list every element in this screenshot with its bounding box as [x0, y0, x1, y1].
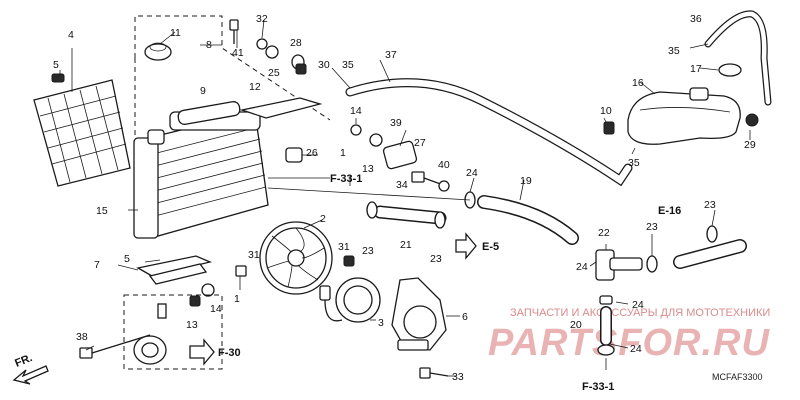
callout-4: 4 [68, 29, 74, 41]
callout-32: 32 [256, 13, 268, 25]
hose-clamps [366, 191, 718, 273]
ref-front: FR. [13, 352, 34, 370]
callout-13-top: 13 [362, 163, 374, 175]
callout-23-b: 23 [430, 253, 442, 265]
callout-21: 21 [400, 239, 412, 251]
callout-labels: 11 8 4 5 9 32 41 25 28 30 12 35 37 14 1 … [53, 13, 756, 383]
callout-24-b: 24 [576, 261, 588, 273]
f30-arrow [189, 338, 215, 366]
callout-24-c: 24 [632, 299, 644, 311]
callout-7: 7 [94, 259, 100, 271]
callout-36: 36 [690, 13, 702, 25]
diagram-code: MCFAF3300 [712, 372, 763, 382]
callout-27: 27 [414, 137, 426, 149]
ref-f33-1-bottom: F-33-1 [582, 381, 614, 393]
callout-25: 25 [268, 67, 280, 79]
fan-motor [319, 277, 381, 323]
tank-cap [718, 63, 742, 77]
callout-20: 20 [570, 319, 582, 331]
callout-24-a: 24 [466, 167, 478, 179]
callout-13-bottom: 13 [186, 319, 198, 331]
breather-hose [704, 10, 772, 106]
e5-arrow [455, 232, 477, 260]
radiator-core [133, 111, 269, 239]
callout-37: 37 [385, 49, 397, 61]
rubber-mount [285, 147, 303, 163]
callout-6: 6 [462, 311, 468, 323]
callout-23-a: 23 [362, 245, 374, 257]
callout-34: 34 [396, 179, 408, 191]
callout-14-bottom: 14 [210, 303, 222, 315]
callout-38: 38 [76, 331, 88, 343]
horn [79, 303, 167, 365]
callout-17: 17 [690, 63, 702, 75]
collar-1 [235, 265, 247, 277]
callout-10: 10 [600, 105, 612, 117]
radiator-shroud [177, 101, 241, 125]
callout-8: 8 [206, 39, 212, 51]
front-arrow [12, 365, 49, 385]
callout-2: 2 [320, 213, 326, 225]
leader-lines [85, 19, 751, 377]
callout-11: 11 [170, 27, 181, 39]
callout-9: 9 [200, 85, 206, 97]
horn-box [123, 294, 223, 370]
cooling-fan [259, 221, 333, 295]
callout-16: 16 [632, 77, 644, 89]
callout-5-top: 5 [53, 59, 59, 71]
callout-31-b: 31 [248, 249, 260, 261]
hose-joint [595, 249, 643, 356]
callout-39: 39 [390, 117, 402, 129]
callout-40: 40 [438, 159, 450, 171]
radiator-cap [144, 43, 172, 61]
callout-23-d: 23 [646, 221, 658, 233]
callout-19: 19 [520, 175, 532, 187]
radiator-grille [33, 73, 131, 187]
callout-33: 33 [452, 371, 464, 383]
ref-e5: E-5 [482, 241, 499, 253]
collar-31 [343, 255, 355, 267]
collar-14 [201, 283, 215, 297]
callout-28: 28 [290, 37, 302, 49]
callout-1-bottom: 1 [234, 293, 240, 305]
fan-shroud [391, 277, 447, 351]
mount-bolts [229, 19, 307, 75]
grommet-13 [189, 295, 201, 307]
thermostat-housing [350, 124, 450, 192]
ref-f30: F-30 [218, 347, 241, 359]
ref-f33-1-top: F-33-1 [330, 173, 362, 185]
bolt-33 [419, 367, 431, 379]
callout-23-c: 23 [704, 199, 716, 211]
callout-22: 22 [598, 227, 610, 239]
callout-29: 29 [744, 139, 756, 151]
reserve-tank [603, 87, 741, 145]
callout-3: 3 [378, 317, 384, 329]
callout-31-a: 31 [338, 241, 350, 253]
callout-35-right: 35 [628, 157, 640, 169]
bolt-29 [745, 113, 759, 127]
callout-30: 30 [318, 59, 330, 71]
callout-15: 15 [96, 205, 108, 217]
ref-e16: E-16 [658, 205, 681, 217]
callout-26: 26 [306, 147, 318, 159]
lower-bracket [136, 255, 213, 277]
callout-41: 41 [232, 47, 244, 59]
callout-1-top: 1 [340, 147, 346, 159]
watermark-brand: PARTSFOR.RU [488, 322, 770, 364]
callout-14-top: 14 [350, 105, 362, 117]
callout-35-left: 35 [342, 59, 354, 71]
radiator-bracket [239, 97, 323, 119]
callout-35-top-right: 35 [668, 45, 680, 57]
callout-12: 12 [249, 81, 261, 93]
callout-24-d: 24 [630, 343, 642, 355]
watermark-tagline: ЗАПЧАСТИ И АКСЕССУАРЫ ДЛЯ МОТОТЕХНИКИ [510, 307, 770, 319]
callout-5-bottom: 5 [124, 253, 130, 265]
